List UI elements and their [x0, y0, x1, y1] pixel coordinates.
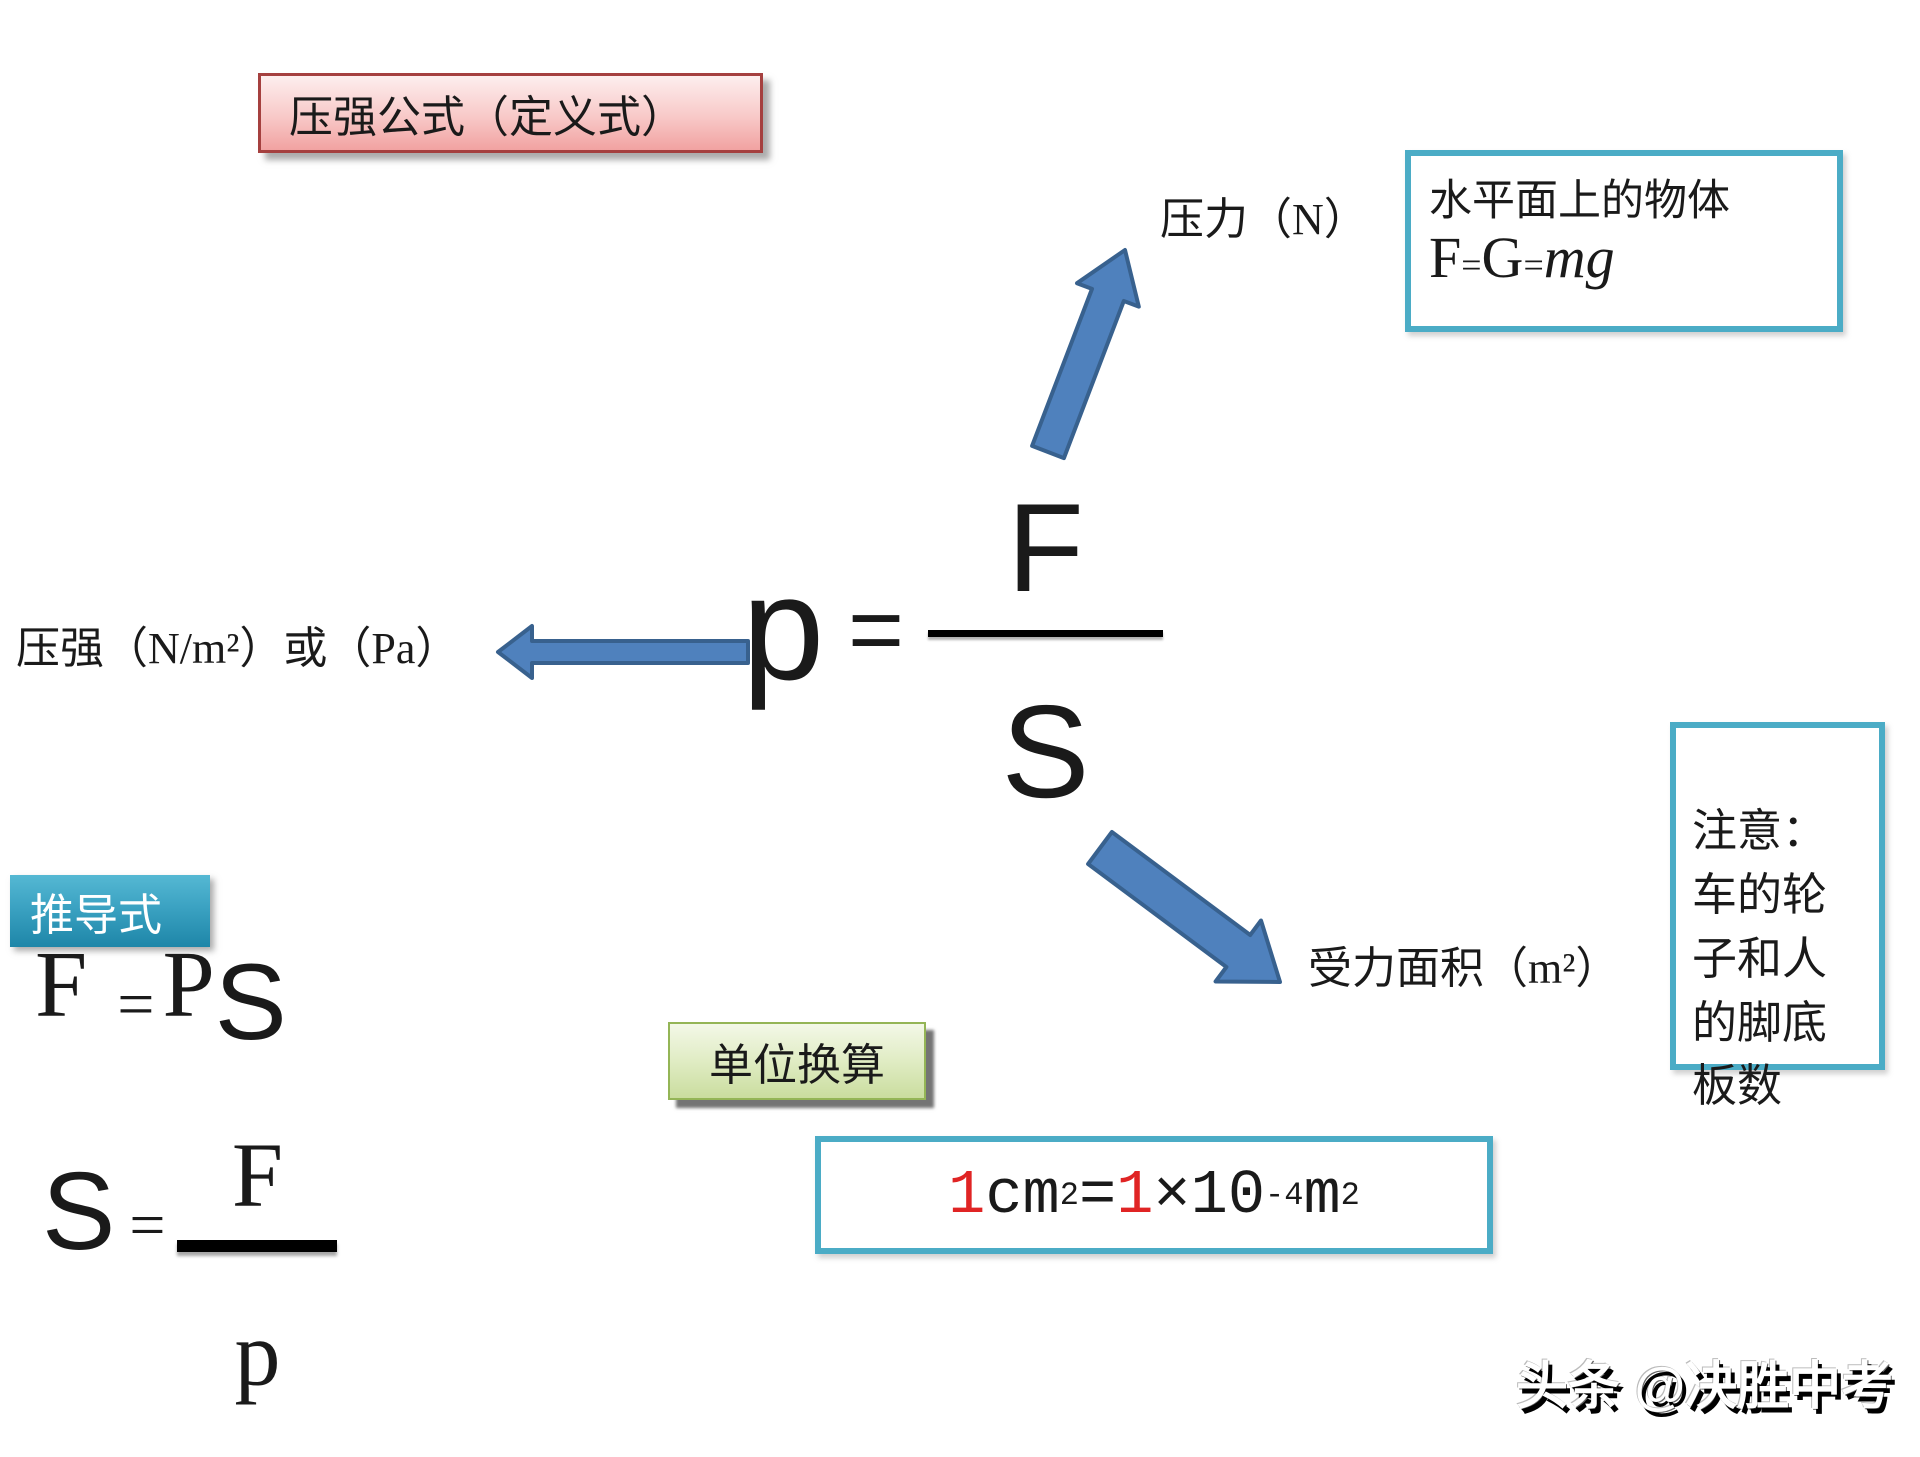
conversion-cm-exponent: 2	[1059, 1176, 1079, 1214]
main-formula-numerator: F	[1007, 479, 1084, 618]
force-label: 压力（N）	[1160, 195, 1368, 244]
derived-formula-s: S = F p	[42, 1095, 338, 1405]
conversion-coefficient-2: 1	[1116, 1159, 1154, 1231]
conversion-power-exponent: -4	[1265, 1176, 1304, 1214]
derive-s-fraction: F p	[177, 1095, 338, 1405]
derive-s-denominator: p	[234, 1303, 281, 1405]
horizontal-surface-box: 水平面上的物体 F=G=mg	[1405, 150, 1843, 332]
derive-f-lhs: F	[35, 933, 88, 1037]
weight-formula-mg: mg	[1543, 225, 1615, 290]
weight-formula-g: G	[1481, 225, 1524, 290]
weight-formula: F=G=mg	[1429, 225, 1819, 290]
pressure-formula-title: 压强公式（定义式）	[289, 93, 685, 142]
unit-conversion-tag-label: 单位换算	[709, 1041, 885, 1090]
main-fraction-bar	[928, 630, 1163, 637]
watermark: 头条 @决胜中考	[1516, 1358, 1894, 1416]
up-right-arrow	[1030, 248, 1141, 461]
derived-formula-tag: 推导式	[10, 875, 210, 947]
conversion-m-exponent: 2	[1340, 1176, 1360, 1214]
conversion-coefficient-1: 1	[948, 1159, 986, 1231]
main-formula-denominator: S	[1001, 678, 1090, 825]
derive-s-equals: =	[129, 1189, 166, 1260]
pressure-formula-title-box: 压强公式（定义式）	[258, 73, 763, 153]
main-formula-equals: =	[848, 576, 905, 683]
derived-formula-tag-label: 推导式	[30, 891, 162, 940]
derived-formula-f: F = P S	[35, 938, 287, 1056]
note-box: 注意： 车的轮 子和人 的脚底 板数	[1670, 722, 1885, 1111]
weight-formula-eq2: =	[1523, 245, 1544, 285]
main-formula-p: p	[742, 546, 825, 711]
conversion-equals: =	[1078, 1159, 1117, 1231]
conversion-times-sign: ×	[1153, 1159, 1191, 1231]
area-unit-label: 受力面积（m²）	[1308, 944, 1620, 993]
derive-f-rhs-p: P	[162, 933, 215, 1037]
conversion-unit-m: m	[1303, 1159, 1341, 1231]
derive-f-rhs-s: S	[214, 941, 287, 1062]
derive-s-lhs: S	[42, 1150, 116, 1273]
note-text: 注意： 车的轮 子和人 的脚底 板数	[1692, 805, 1828, 1112]
derive-s-fraction-bar	[177, 1240, 338, 1252]
pressure-unit-label: 压强（N/m²）或（Pa）	[16, 624, 460, 673]
left-arrow	[496, 624, 750, 680]
weight-formula-f: F	[1429, 225, 1462, 290]
derive-f-equals: =	[117, 968, 155, 1041]
conversion-unit-cm: cm	[985, 1159, 1060, 1231]
down-right-arrow	[1086, 830, 1282, 984]
derive-s-numerator: F	[231, 1124, 284, 1226]
horizontal-surface-text: 水平面上的物体	[1429, 178, 1730, 225]
weight-formula-eq1: =	[1461, 245, 1482, 285]
main-formula-fraction: F S	[928, 468, 1163, 837]
conversion-base-ten: 10	[1190, 1159, 1266, 1231]
unit-conversion-tag: 单位换算	[668, 1022, 926, 1100]
